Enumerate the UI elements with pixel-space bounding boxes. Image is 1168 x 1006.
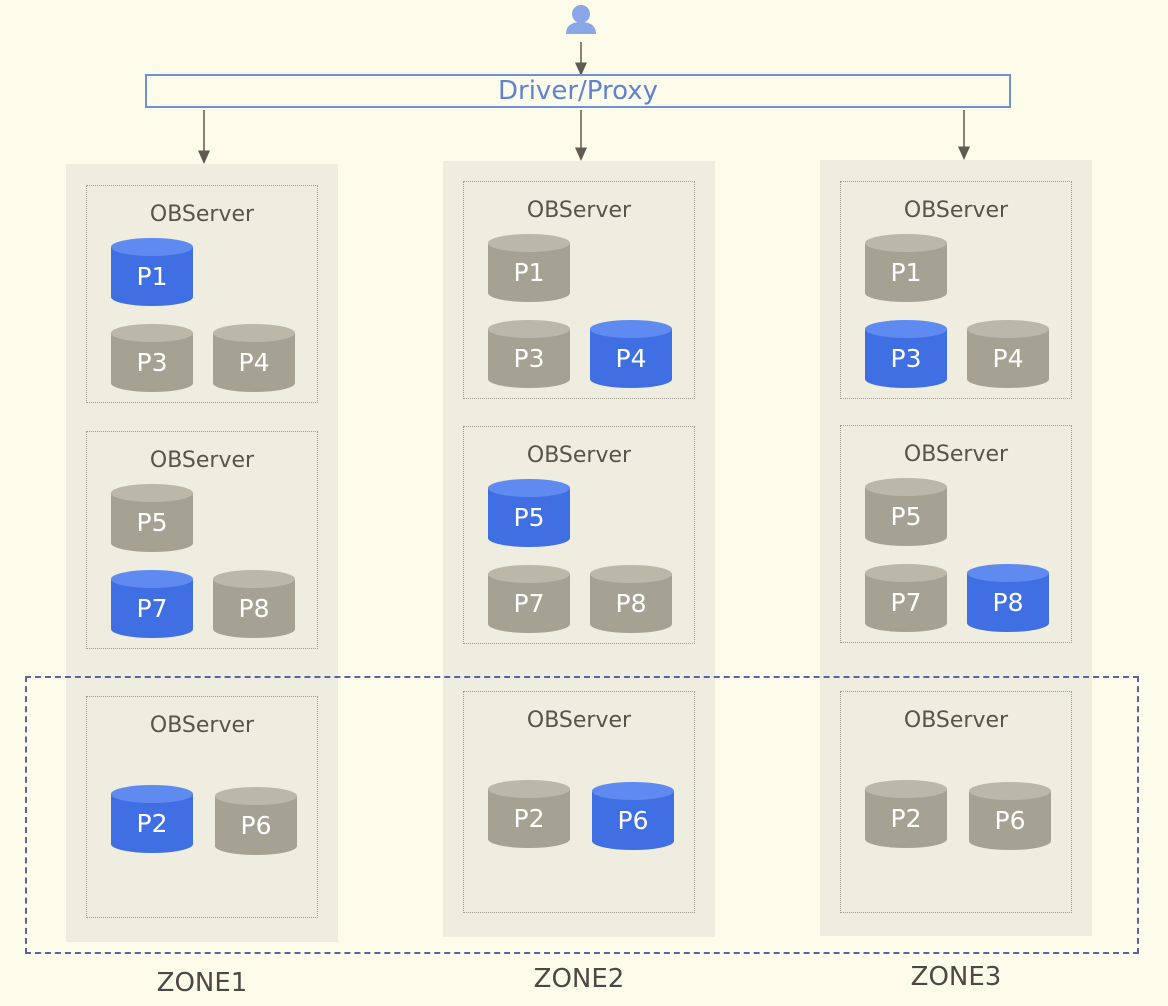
partition-p4-replica: P4 [967, 320, 1049, 388]
partition-p2-replica: P2 [488, 780, 570, 848]
partition-label: P7 [890, 588, 922, 617]
partition-label: P3 [136, 348, 168, 377]
partition-p8-replica: P8 [213, 570, 295, 638]
zone-3-label: ZONE3 [910, 962, 1002, 992]
observer-title: OBServer [526, 443, 632, 468]
partition-label: P3 [513, 344, 545, 373]
observer-title: OBServer [149, 448, 255, 473]
partition-p4-leader: P4 [590, 320, 672, 388]
partition-label: P2 [513, 804, 545, 833]
driver-proxy-label: Driver/Proxy [498, 76, 658, 106]
partition-label: P5 [136, 508, 168, 537]
zone-1-label: ZONE1 [156, 968, 248, 998]
partition-p7-replica: P7 [488, 565, 570, 633]
partition-p8-replica: P8 [590, 565, 672, 633]
partition-label: P6 [617, 806, 649, 835]
observer-title: OBServer [526, 708, 632, 733]
partition-p8-leader: P8 [967, 564, 1049, 632]
partition-p7-leader: P7 [111, 570, 193, 638]
partition-label: P8 [238, 594, 270, 623]
zone-2-label: ZONE2 [533, 964, 625, 994]
partition-p1-replica: P1 [865, 234, 947, 302]
observer-title: OBServer [526, 198, 632, 223]
partition-p5-replica: P5 [111, 484, 193, 552]
partition-p5-replica: P5 [865, 478, 947, 546]
driver-proxy-box: Driver/Proxy [145, 74, 1011, 108]
observer-title: OBServer [903, 708, 1009, 733]
partition-label: P8 [615, 589, 647, 618]
user-icon [566, 5, 596, 34]
partition-label: P6 [240, 811, 272, 840]
observer-title: OBServer [149, 202, 255, 227]
partition-label: P4 [238, 348, 270, 377]
partition-label: P7 [136, 594, 168, 623]
partition-p6-leader: P6 [592, 782, 674, 850]
partition-p3-leader: P3 [865, 320, 947, 388]
partition-label: P2 [890, 804, 922, 833]
observer-title: OBServer [903, 198, 1009, 223]
partition-p1-replica: P1 [488, 234, 570, 302]
partition-p6-replica: P6 [969, 782, 1051, 850]
partition-p3-replica: P3 [111, 324, 193, 392]
highlight-region-dashed [25, 676, 1139, 954]
partition-label: P6 [994, 806, 1026, 835]
partition-p3-replica: P3 [488, 320, 570, 388]
partition-label: P1 [513, 258, 545, 287]
partition-label: P5 [890, 502, 922, 531]
partition-p5-leader: P5 [488, 479, 570, 547]
partition-p4-replica: P4 [213, 324, 295, 392]
partition-p2-replica: P2 [865, 780, 947, 848]
partition-label: P1 [136, 262, 168, 291]
partition-label: P2 [136, 809, 168, 838]
partition-p1-leader: P1 [111, 238, 193, 306]
partition-p7-replica: P7 [865, 564, 947, 632]
partition-p6-replica: P6 [215, 787, 297, 855]
partition-label: P7 [513, 589, 545, 618]
observer-title: OBServer [149, 713, 255, 738]
partition-label: P4 [992, 344, 1024, 373]
partition-label: P4 [615, 344, 647, 373]
partition-label: P1 [890, 258, 922, 287]
partition-label: P8 [992, 588, 1024, 617]
observer-title: OBServer [903, 442, 1009, 467]
partition-p2-leader: P2 [111, 785, 193, 853]
partition-label: P3 [890, 344, 922, 373]
partition-label: P5 [513, 503, 545, 532]
